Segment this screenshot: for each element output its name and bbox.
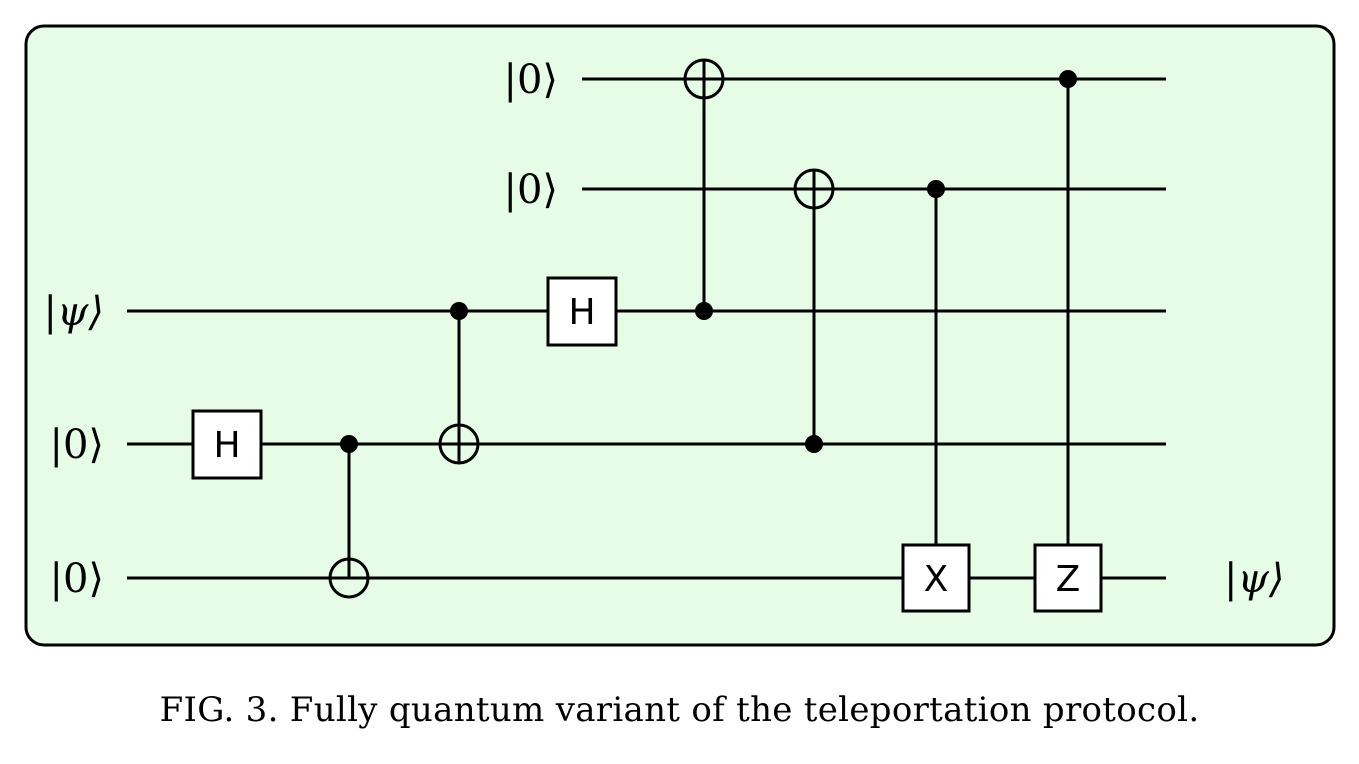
- input-label-q4: |0⟩: [49, 556, 104, 602]
- gate-h-q3-label: H: [213, 425, 240, 466]
- figure-caption: FIG. 3. Fully quantum variant of the tel…: [159, 690, 1200, 730]
- control-dot: [1059, 70, 1077, 88]
- gate-x-label: X: [924, 559, 949, 600]
- output-label-q4: |ψ⟩: [1224, 556, 1284, 602]
- input-label-q2: |ψ⟩: [44, 289, 104, 335]
- controlled-x-q1-q4: X: [901, 180, 971, 613]
- control-dot: [805, 435, 823, 453]
- gate-h-q2-label: H: [568, 292, 595, 333]
- cnot-q2-q3: [438, 302, 480, 465]
- input-label-q3: |0⟩: [49, 422, 104, 468]
- circuit-panel: [24, 24, 1336, 647]
- controlled-z-q0-q4: Z: [1033, 70, 1103, 613]
- gate-h-q2: H: [546, 276, 618, 347]
- gate-z-label: Z: [1056, 559, 1081, 600]
- gate-h-q3: H: [191, 409, 263, 480]
- control-dot: [695, 302, 713, 320]
- input-label-q1: |0⟩: [503, 167, 558, 213]
- input-label-q0: |0⟩: [503, 57, 558, 103]
- cnot-q2-q0: [683, 58, 725, 320]
- teleportation-circuit: |0⟩ |0⟩ |ψ⟩ |0⟩ |0⟩ |ψ⟩ H H: [24, 24, 1336, 647]
- control-dot: [340, 435, 358, 453]
- control-dot: [450, 302, 468, 320]
- wire-labels: |0⟩ |0⟩ |ψ⟩ |0⟩ |0⟩ |ψ⟩: [44, 57, 1285, 602]
- control-dot: [927, 180, 945, 198]
- cnot-q3-q1: [793, 168, 835, 453]
- cnot-q3-q4: [328, 435, 370, 599]
